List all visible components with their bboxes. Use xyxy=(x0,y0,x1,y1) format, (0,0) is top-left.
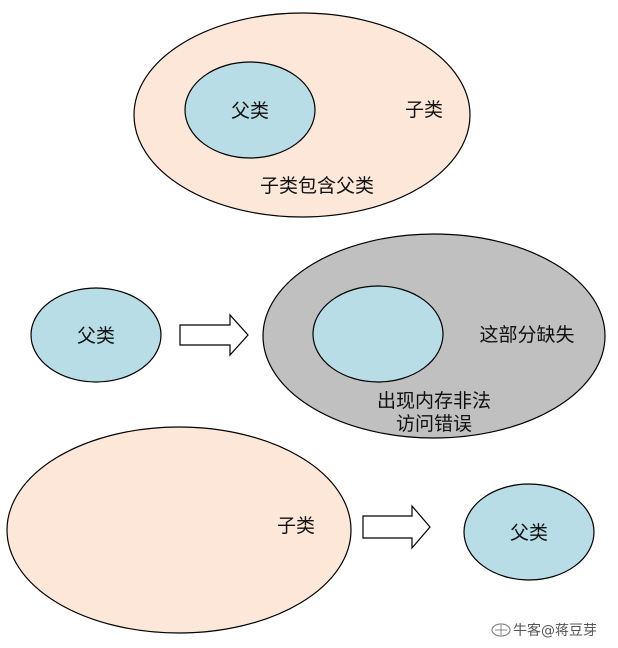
right-arrow-icon xyxy=(362,504,431,550)
illegal-access-label-line2: 访问错误 xyxy=(396,413,472,435)
parent-class-label: 父类 xyxy=(77,325,115,347)
child-class-ellipse xyxy=(6,426,352,634)
parent-class-ellipse xyxy=(184,61,316,159)
watermark-text: 牛客@蒋豆芽 xyxy=(513,622,597,639)
right-arrow-icon xyxy=(179,313,249,357)
child-class-label: 子类 xyxy=(405,99,443,121)
parent-class-label: 父类 xyxy=(231,100,269,122)
diagram1-caption: 子类包含父类 xyxy=(260,175,374,197)
niuke-logo-icon xyxy=(491,623,511,637)
diagram-child-to-parent: 子类 父类 xyxy=(6,426,595,634)
parent-class-ellipse xyxy=(463,483,595,581)
diagram-child-contains-parent: 父类 子类 子类包含父类 xyxy=(133,12,471,218)
missing-part-label: 这部分缺失 xyxy=(479,324,574,346)
parent-class-ellipse xyxy=(30,287,162,383)
parent-class-label: 父类 xyxy=(510,522,548,544)
child-class-label: 子类 xyxy=(277,515,315,537)
watermark: 牛客@蒋豆芽 xyxy=(491,622,597,639)
diagram-parent-to-child: 父类 这部分缺失 出现内存非法 访问错误 xyxy=(30,233,606,439)
illegal-access-label-line1: 出现内存非法 xyxy=(377,390,491,412)
parent-class-ellipse-inner xyxy=(312,285,444,383)
